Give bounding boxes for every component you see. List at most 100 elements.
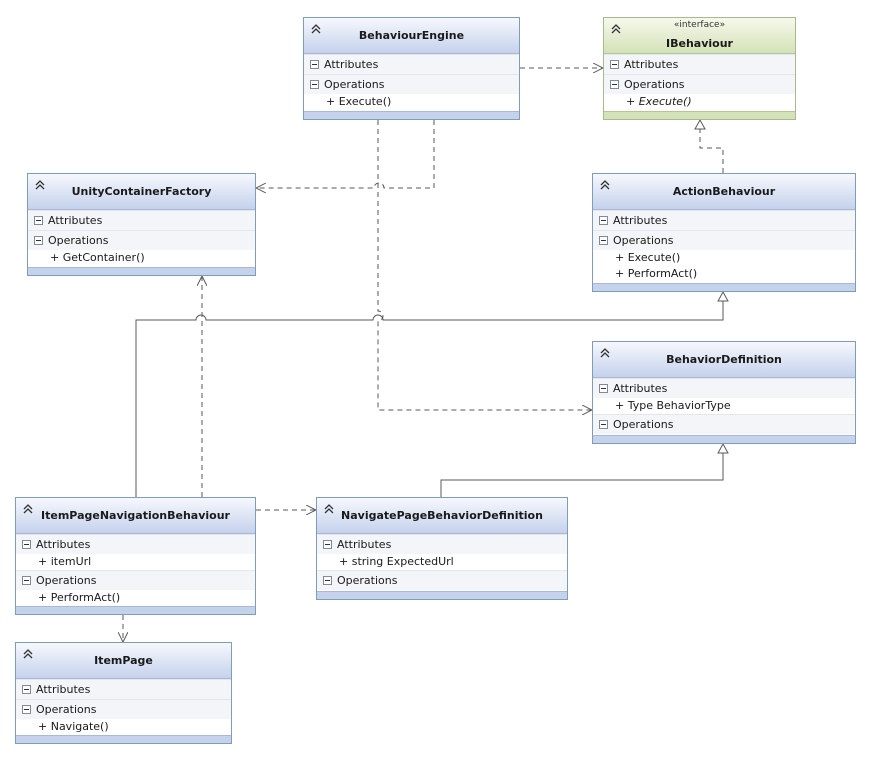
collapse-chevron-icon[interactable] bbox=[22, 648, 34, 660]
class-name: NavigatePageBehaviorDefinition bbox=[341, 509, 543, 522]
collapse-minus-icon[interactable] bbox=[599, 216, 608, 225]
attribute-member[interactable]: + Type BehaviorType bbox=[593, 398, 855, 414]
operations-section-header[interactable]: Operations bbox=[304, 74, 519, 94]
section-label: Operations bbox=[36, 703, 97, 716]
generalization-arrowhead-behaviordefinition bbox=[717, 442, 729, 454]
collapse-minus-icon[interactable] bbox=[323, 540, 332, 549]
class-header[interactable]: «interface» IBehaviour bbox=[604, 18, 795, 54]
collapse-minus-icon[interactable] bbox=[310, 80, 319, 89]
class-header[interactable]: ItemPage bbox=[16, 643, 231, 679]
class-item-page[interactable]: ItemPage Attributes Operations + Navigat… bbox=[15, 642, 232, 744]
generalization-arrowhead-action bbox=[717, 290, 729, 302]
class-header[interactable]: BehaviourEngine bbox=[304, 18, 519, 54]
class-action-behaviour[interactable]: ActionBehaviour Attributes Operations + … bbox=[592, 173, 856, 292]
section-label: Operations bbox=[613, 418, 674, 431]
collapse-minus-icon[interactable] bbox=[34, 236, 43, 245]
operations-section-header[interactable]: Operations bbox=[593, 230, 855, 250]
class-item-page-navigation-behaviour[interactable]: ItemPageNavigationBehaviour Attributes +… bbox=[15, 497, 256, 615]
class-footer bbox=[593, 283, 855, 291]
operation-member[interactable]: + Navigate() bbox=[16, 719, 231, 735]
section-label: Attributes bbox=[36, 683, 91, 696]
operations-section-header[interactable]: Operations bbox=[593, 414, 855, 434]
attributes-section-header[interactable]: Attributes bbox=[16, 534, 255, 554]
collapse-minus-icon[interactable] bbox=[610, 80, 619, 89]
collapse-minus-icon[interactable] bbox=[310, 60, 319, 69]
class-footer bbox=[28, 267, 255, 275]
attribute-member[interactable]: + string ExpectedUrl bbox=[317, 554, 567, 570]
operation-member[interactable]: + GetContainer() bbox=[28, 250, 255, 266]
class-behavior-definition[interactable]: BehaviorDefinition Attributes + Type Beh… bbox=[592, 341, 856, 444]
collapse-minus-icon[interactable] bbox=[34, 216, 43, 225]
class-name: UnityContainerFactory bbox=[71, 185, 212, 198]
class-header[interactable]: ActionBehaviour bbox=[593, 174, 855, 210]
operations-section-header[interactable]: Operations bbox=[16, 570, 255, 590]
collapse-minus-icon[interactable] bbox=[323, 576, 332, 585]
attributes-section-header[interactable]: Attributes bbox=[16, 679, 231, 699]
class-name: BehaviorDefinition bbox=[666, 353, 782, 366]
interface-ibehaviour[interactable]: «interface» IBehaviour Attributes Operat… bbox=[603, 17, 796, 120]
collapse-chevron-icon[interactable] bbox=[610, 23, 622, 35]
operation-member[interactable]: + Execute() bbox=[593, 250, 855, 266]
operations-section-header[interactable]: Operations bbox=[28, 230, 255, 250]
operation-member[interactable]: + Execute() bbox=[604, 94, 795, 110]
collapse-minus-icon[interactable] bbox=[599, 384, 608, 393]
collapse-chevron-icon[interactable] bbox=[599, 179, 611, 191]
section-label: Attributes bbox=[624, 58, 679, 71]
attributes-section-header[interactable]: Attributes bbox=[304, 54, 519, 74]
collapse-minus-icon[interactable] bbox=[599, 236, 608, 245]
attributes-section-header[interactable]: Attributes bbox=[593, 210, 855, 230]
attributes-section-header[interactable]: Attributes bbox=[593, 378, 855, 398]
operation-member[interactable]: + PerformAct() bbox=[16, 590, 255, 606]
attributes-section-header[interactable]: Attributes bbox=[28, 210, 255, 230]
stereotype-label: «interface» bbox=[673, 20, 726, 30]
operations-section-header[interactable]: Operations bbox=[16, 699, 231, 719]
dependency-engine-to-behaviordefinition[interactable] bbox=[377, 120, 592, 410]
attributes-section-header[interactable]: Attributes bbox=[604, 54, 795, 74]
class-name: BehaviourEngine bbox=[358, 29, 465, 42]
class-navigate-page-behavior-definition[interactable]: NavigatePageBehaviorDefinition Attribute… bbox=[316, 497, 568, 600]
section-label: Operations bbox=[337, 574, 398, 587]
section-label: Operations bbox=[624, 78, 685, 91]
class-header[interactable]: ItemPageNavigationBehaviour bbox=[16, 498, 255, 534]
generalization-itempagenav-to-action[interactable] bbox=[135, 301, 724, 497]
operations-section-header[interactable]: Operations bbox=[317, 570, 567, 590]
class-name: ItemPageNavigationBehaviour bbox=[41, 509, 230, 522]
generalization-navdef-to-behaviordefinition[interactable] bbox=[440, 453, 724, 497]
attributes-section-header[interactable]: Attributes bbox=[317, 534, 567, 554]
collapse-chevron-icon[interactable] bbox=[310, 23, 322, 35]
collapse-minus-icon[interactable] bbox=[22, 705, 31, 714]
collapse-chevron-icon[interactable] bbox=[34, 179, 46, 191]
collapse-minus-icon[interactable] bbox=[22, 685, 31, 694]
collapse-minus-icon[interactable] bbox=[22, 576, 31, 585]
operation-member[interactable]: + PerformAct() bbox=[593, 266, 855, 282]
collapse-minus-icon[interactable] bbox=[599, 420, 608, 429]
section-label: Operations bbox=[324, 78, 385, 91]
class-behaviour-engine[interactable]: BehaviourEngine Attributes Operations + … bbox=[303, 17, 520, 120]
class-header[interactable]: NavigatePageBehaviorDefinition bbox=[317, 498, 567, 534]
section-label: Operations bbox=[613, 234, 674, 247]
section-label: Operations bbox=[36, 574, 97, 587]
section-label: Attributes bbox=[613, 382, 668, 395]
class-footer bbox=[593, 435, 855, 443]
class-header[interactable]: UnityContainerFactory bbox=[28, 174, 255, 210]
class-footer bbox=[16, 735, 231, 743]
class-name: ActionBehaviour bbox=[672, 185, 776, 198]
collapse-minus-icon[interactable] bbox=[610, 60, 619, 69]
attribute-member[interactable]: + itemUrl bbox=[16, 554, 255, 570]
class-footer bbox=[16, 606, 255, 614]
collapse-chevron-icon[interactable] bbox=[22, 503, 34, 515]
collapse-chevron-icon[interactable] bbox=[599, 347, 611, 359]
class-unity-container-factory[interactable]: UnityContainerFactory Attributes Operati… bbox=[27, 173, 256, 276]
dependency-engine-to-factory[interactable] bbox=[256, 120, 435, 188]
class-name: ItemPage bbox=[94, 654, 153, 667]
operation-member[interactable]: + Execute() bbox=[304, 94, 519, 110]
operations-section-header[interactable]: Operations bbox=[604, 74, 795, 94]
class-footer bbox=[317, 591, 567, 599]
collapse-minus-icon[interactable] bbox=[22, 540, 31, 549]
class-name: IBehaviour bbox=[666, 37, 733, 50]
section-label: Attributes bbox=[613, 214, 668, 227]
class-header[interactable]: BehaviorDefinition bbox=[593, 342, 855, 378]
collapse-chevron-icon[interactable] bbox=[323, 503, 335, 515]
realization-action-to-ibehaviour[interactable] bbox=[699, 129, 724, 173]
